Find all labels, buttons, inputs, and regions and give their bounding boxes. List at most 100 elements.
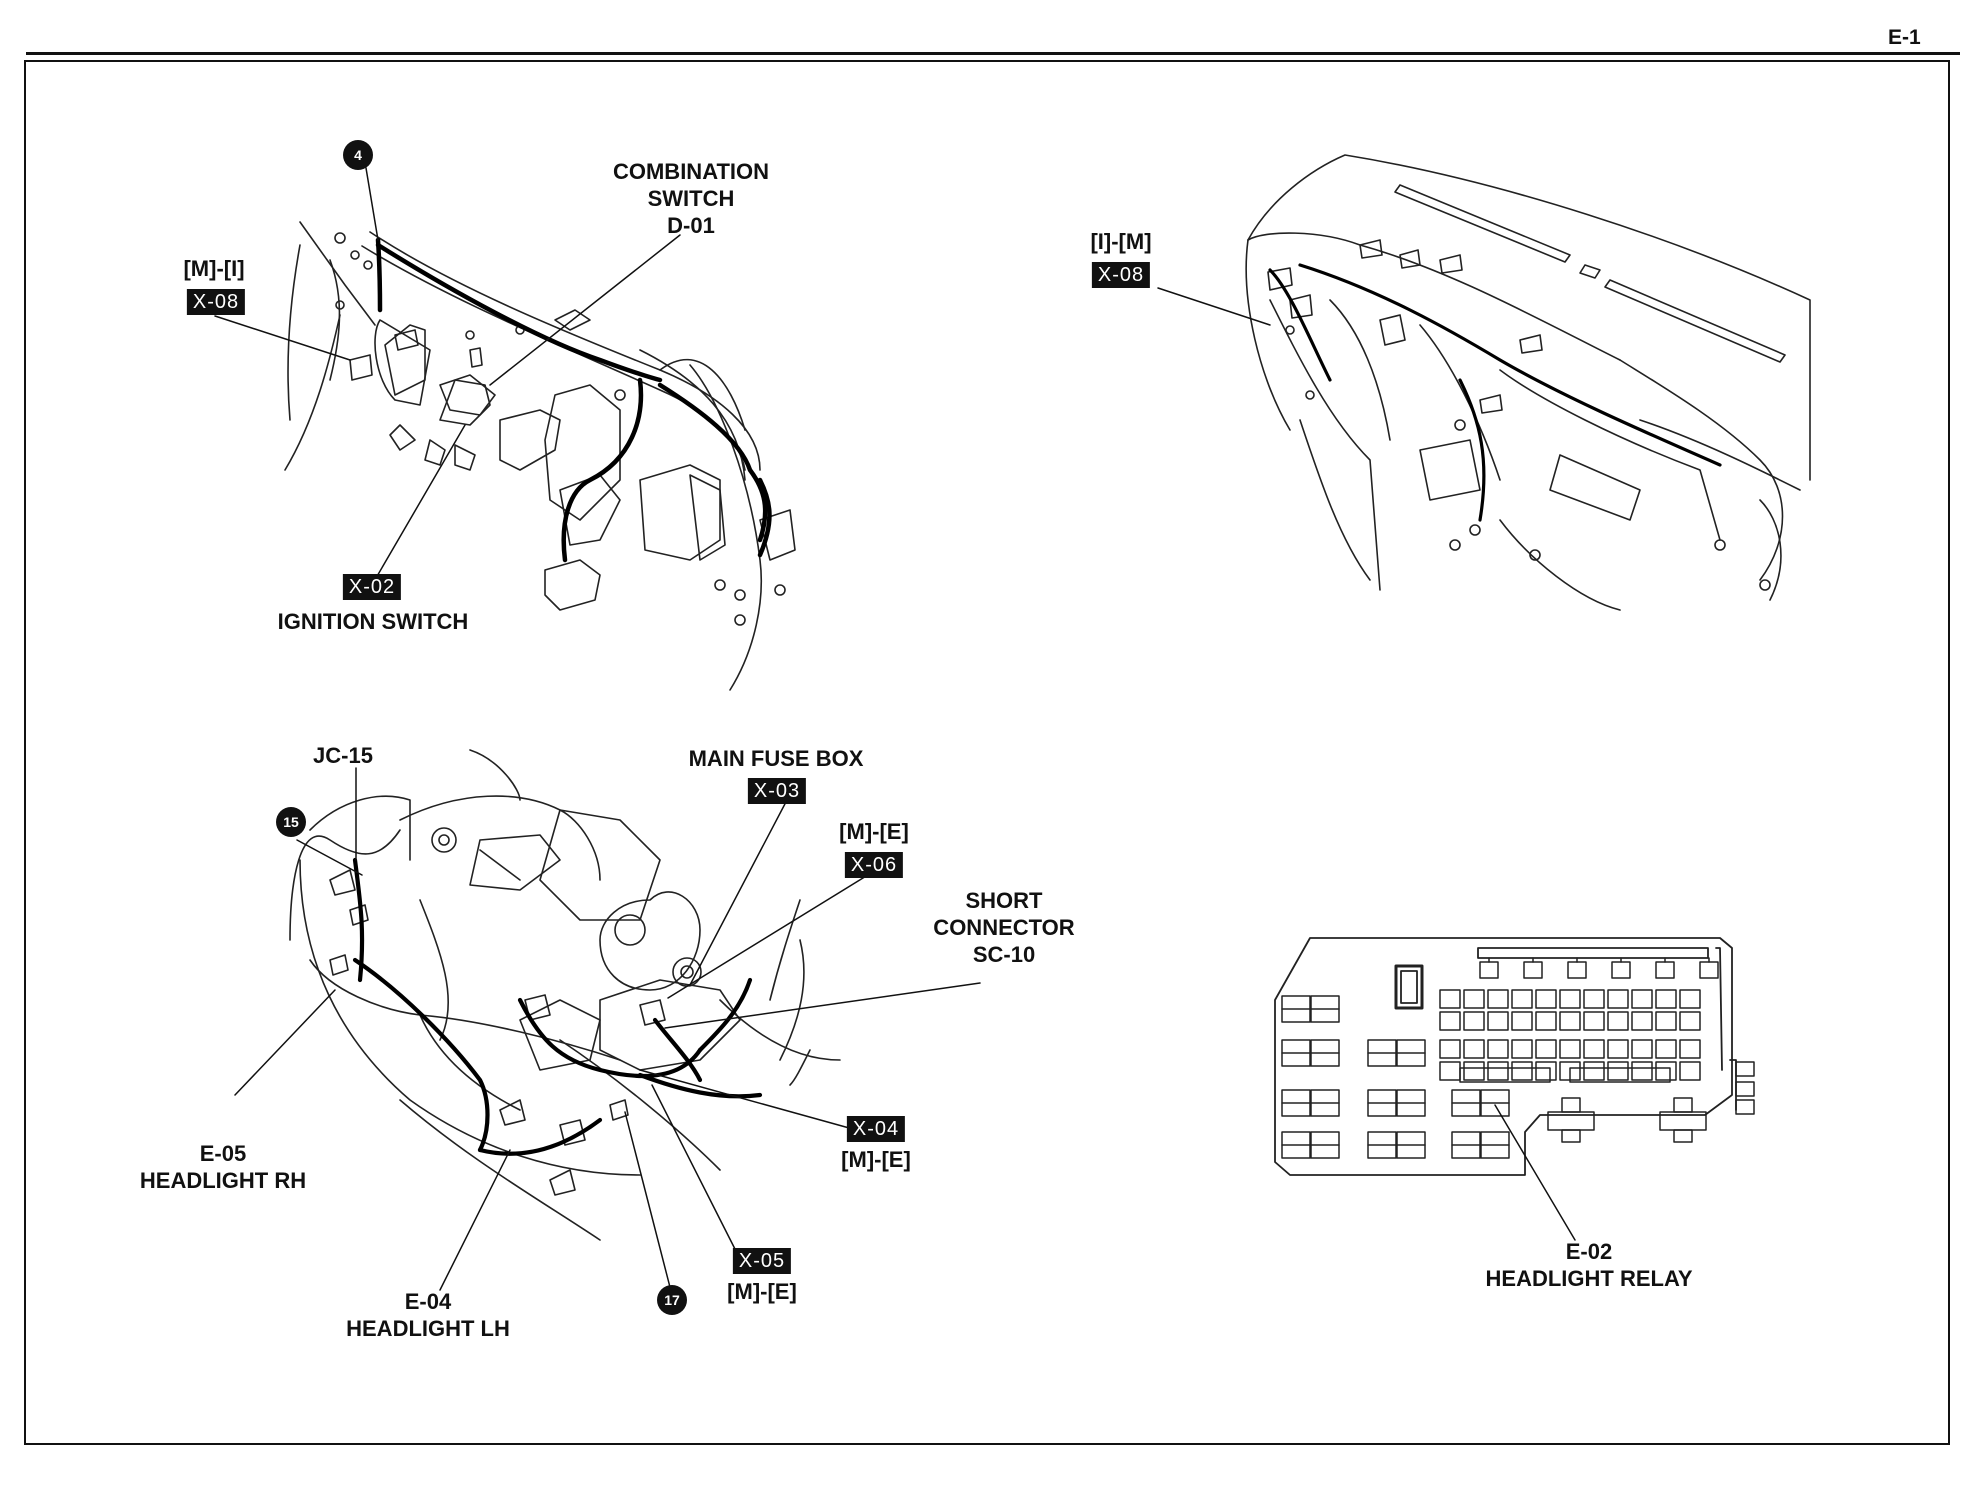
callout-17: 17 [657,1285,687,1315]
im-connector-label: [I]-[M] [1090,229,1152,254]
fuse-cell [1583,1061,1605,1081]
fuse-cell [1535,1061,1557,1081]
mi-connector-label: [M]-[I] [183,256,245,281]
fuse-cell [1611,961,1631,979]
fuse-cell [1559,1011,1581,1031]
fuse-cell [1463,1061,1485,1081]
engine-bay-drawing [289,749,841,1241]
fuse-panel-relays [1281,957,1755,1159]
page-number: E-1 [1888,26,1921,49]
fuse-cell [1655,1011,1677,1031]
main-fuse-box-label: MAIN FUSE BOX [688,746,864,771]
fuse-cell [1679,1011,1701,1031]
fuse-cell [1631,1039,1653,1059]
fuse-cell [1607,989,1629,1009]
fuse-cell [1463,1011,1485,1031]
headlight-lh-line-1: E-04 [404,1289,452,1314]
me-x05-label: [M]-[E] [727,1279,797,1304]
fuse-cell [1679,1061,1701,1081]
fuse-cell [1559,1039,1581,1059]
fuse-cell [1561,1097,1581,1113]
fuse-cell [1439,1039,1461,1059]
fuse-cell [1559,989,1581,1009]
fuse-cell [1463,989,1485,1009]
fuse-cell [1699,961,1719,979]
fuse-cell [1583,989,1605,1009]
dashboard-right-harness [1268,263,1722,522]
headlight-rh-label: E-05 HEADLIGHT RH [140,1140,306,1194]
fuse-cell [1523,961,1543,979]
x04-tag: X-04 [846,1116,906,1142]
me-x06-label: [M]-[E] [839,819,909,844]
fuse-cell [1439,989,1461,1009]
fuse-cell [1673,1097,1693,1113]
fuse-cell [1679,989,1701,1009]
fuse-cell [1487,1039,1509,1059]
combination-switch-line-2: SWITCH [647,186,735,211]
x05-tag: X-05 [732,1248,792,1274]
headlight-rh-line-1: E-05 [199,1141,247,1166]
fuse-cell [1607,1039,1629,1059]
fuse-cell [1511,1061,1533,1081]
callout-15: 15 [276,807,306,837]
fuse-cell [1631,1061,1653,1081]
x03-tag: X-03 [747,778,807,804]
fuse-cell [1487,1061,1509,1081]
fuse-cell [1567,961,1587,979]
fuse-cell [1479,961,1499,979]
fuse-cell [1631,1011,1653,1031]
diagram-frame [24,60,1950,1445]
short-connector-line-2: CONNECTOR [933,915,1075,940]
header-rule [26,52,1960,55]
dashboard-left-harness [375,237,772,563]
fuse-cell [1583,1039,1605,1059]
fuse-cell [1583,1011,1605,1031]
short-connector-line-1: SHORT [965,888,1043,913]
fuse-cell [1679,1039,1701,1059]
fuse-cell [1735,1061,1755,1077]
fuse-cell [1487,989,1509,1009]
fuse-cell [1535,1011,1557,1031]
fuse-cell [1459,1067,1551,1083]
short-connector-line-3: SC-10 [972,942,1036,967]
fuse-cell [1535,1039,1557,1059]
short-connector-label: SHORT CONNECTOR SC-10 [933,887,1074,968]
x08-right-tag: X-08 [1091,262,1151,288]
fuse-cell [1655,989,1677,1009]
x06-tag: X-06 [844,852,904,878]
jc15-label: JC-15 [313,743,373,768]
fuse-cell [1655,1039,1677,1059]
fuse-cell [1607,1011,1629,1031]
fuse-cell [1463,1039,1485,1059]
fuse-cell [1439,1011,1461,1031]
fuse-cell [1511,989,1533,1009]
fuse-cell [1569,1067,1671,1083]
combination-switch-line-3: D-01 [667,213,715,238]
fuse-cell [1439,1061,1461,1081]
fuse-cell [1511,1039,1533,1059]
fuse-panel-drawing [1274,937,1737,1176]
headlight-relay-line-1: E-02 [1565,1239,1613,1264]
fuse-cell [1655,961,1675,979]
headlight-relay-line-2: HEADLIGHT RELAY [1485,1266,1693,1291]
fuse-cell [1735,1081,1755,1097]
fuse-cell [1535,989,1557,1009]
x02-tag: X-02 [342,574,402,600]
engine-bay-harness [352,857,763,1156]
headlight-lh-line-2: HEADLIGHT LH [346,1316,510,1341]
fuse-cell [1487,1011,1509,1031]
headlight-rh-line-2: HEADLIGHT RH [139,1168,307,1193]
headlight-relay-label: E-02 HEADLIGHT RELAY [1486,1238,1693,1292]
fuse-cell [1561,1129,1581,1143]
headlight-lh-label: E-04 HEADLIGHT LH [346,1288,510,1342]
fuse-cell [1607,1061,1629,1081]
leader-lines [214,167,1576,1296]
fuse-cell [1735,1099,1755,1115]
x08-left-tag: X-08 [186,289,246,315]
combination-switch-line-1: COMBINATION [612,159,770,184]
combination-switch-label: COMBINATION SWITCH D-01 [613,158,769,239]
fuse-cell [1631,989,1653,1009]
fuse-cell [1673,1129,1693,1143]
fuse-cell [1511,1011,1533,1031]
